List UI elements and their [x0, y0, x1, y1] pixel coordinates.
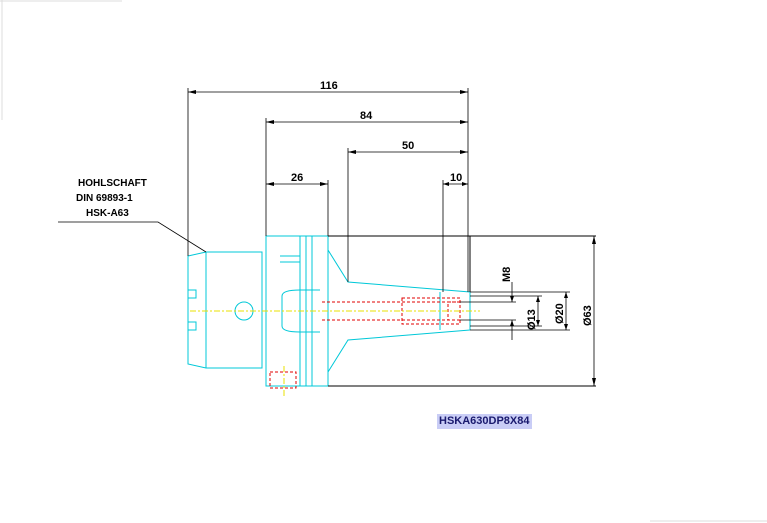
part-number-label: HSKA630DP8X84 [437, 414, 532, 429]
note-line-1: HOHLSCHAFT [78, 178, 147, 189]
dim-m8-text: M8 [501, 267, 513, 282]
dim-13-arrows [536, 296, 540, 326]
shank-notch-upper [188, 289, 197, 299]
dim-10-arrows [443, 182, 468, 186]
hsk-shank [187, 251, 263, 369]
dim-50-text: 50 [402, 140, 414, 152]
note-line-3: HSK-A63 [86, 208, 129, 219]
dim-116-text: 116 [320, 80, 338, 92]
note-leader [58, 221, 207, 253]
bore-upper-curve [281, 289, 320, 297]
bore-lower-curve [281, 325, 320, 333]
dim-13-text: Ø13 [526, 309, 538, 330]
taper-upper [327, 249, 471, 293]
dim-63-text: Ø63 [582, 305, 594, 326]
shank-notch-lower [188, 321, 197, 331]
dim-10-text: 10 [450, 172, 462, 184]
flange-hidden [269, 371, 297, 389]
dim-84-text: 84 [360, 110, 373, 122]
note-line-2: DIN 69893-1 [76, 193, 133, 204]
dim-26-text: 26 [291, 172, 303, 184]
dimension-lines [58, 88, 596, 386]
outer-envelope [328, 235, 596, 387]
flange-keyway [280, 255, 300, 263]
taper-lower [327, 329, 471, 373]
dim-20-text: Ø20 [554, 303, 566, 324]
